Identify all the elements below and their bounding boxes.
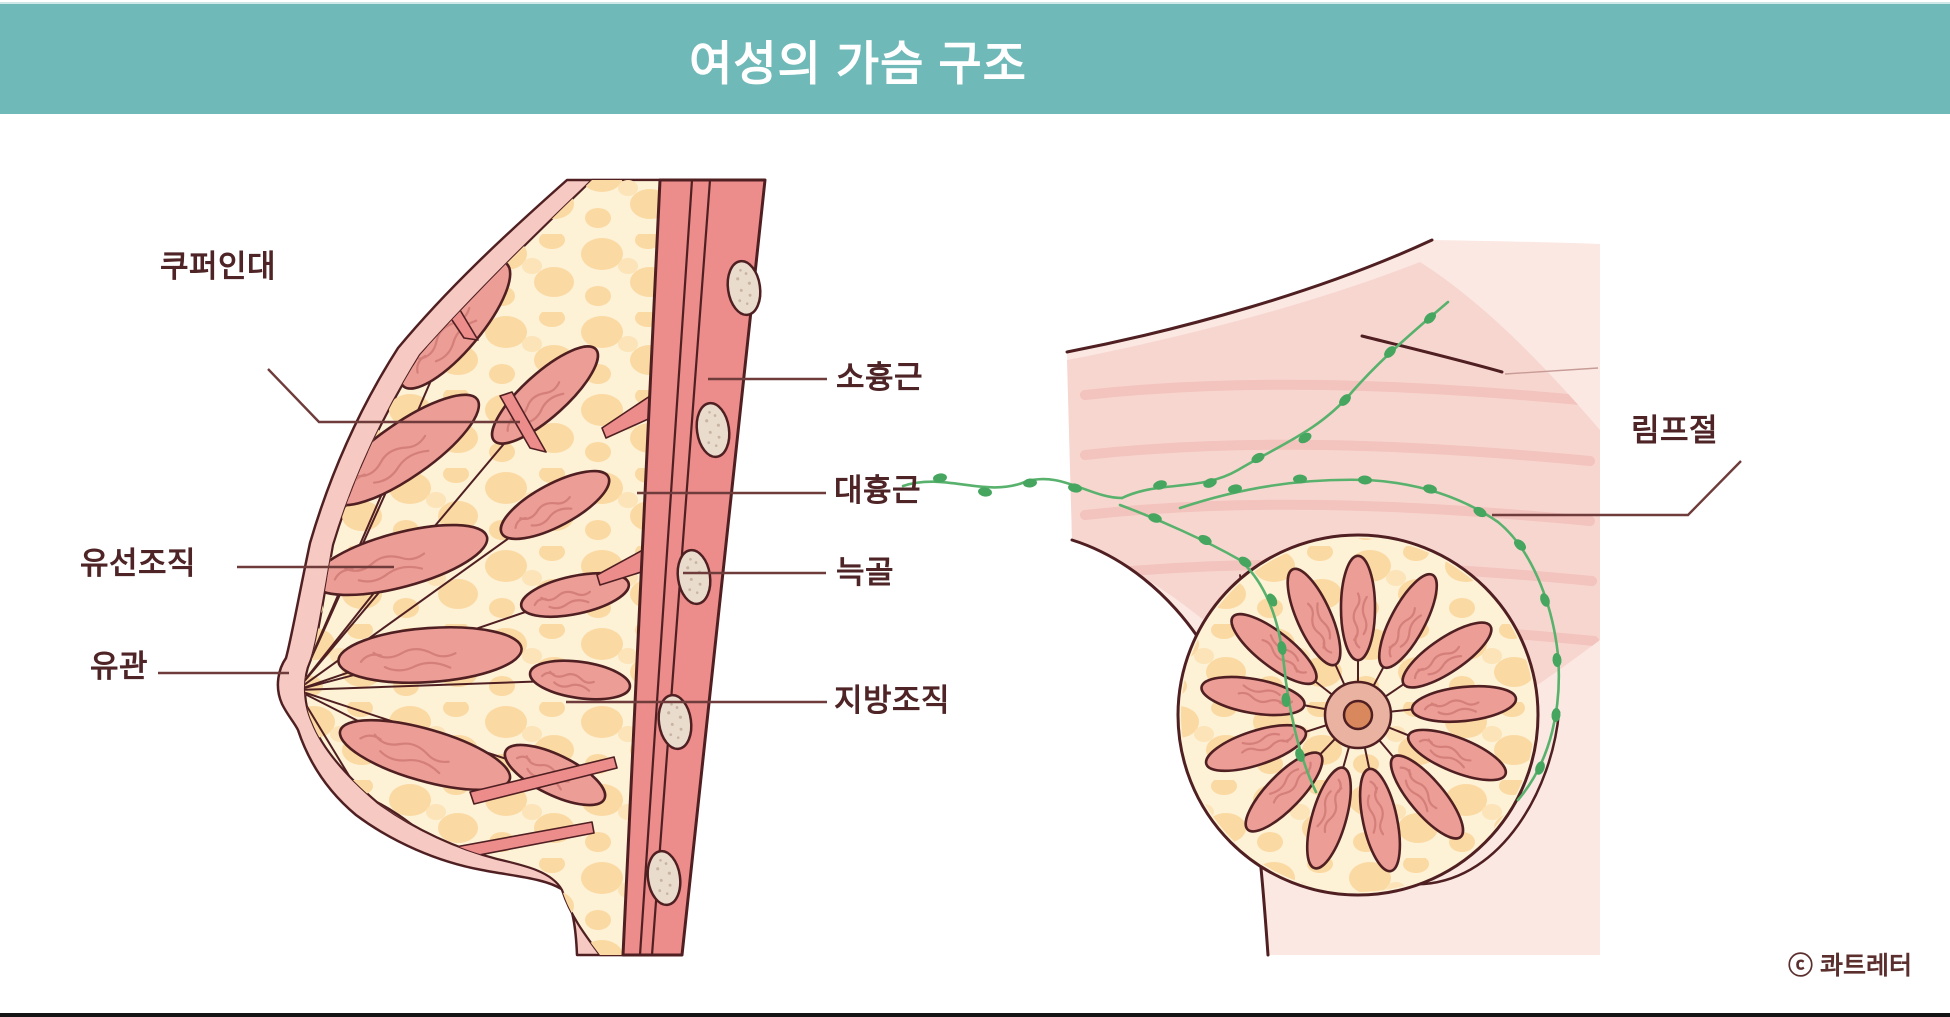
left-figure-sagittal-section [276,178,767,957]
leader-cooper [267,368,520,424]
title-banner: 여성의 가슴 구조 [0,2,1950,114]
bottom-border [0,1013,1950,1017]
lymph-chains [901,300,1562,802]
label-rib: 늑골 [836,555,895,590]
nipple [1342,699,1374,731]
right-figure-frontal-view [901,238,1600,957]
label-gland-tissue: 유선조직 [80,546,197,581]
lymph-nodes [933,312,1562,775]
leader-lymph [1492,460,1742,517]
copyright-credit: ⓒ 콰트레터 [1788,952,1912,980]
leader-lines [158,368,1742,704]
label-pectoralis-major: 대흉근 [834,473,922,508]
page-title: 여성의 가슴 구조 [689,36,1027,90]
label-pectoralis-minor: 소흉근 [836,360,924,395]
label-milk-duct: 유관 [90,649,149,684]
chest-wall-muscles [621,178,767,957]
breast-front-view [1176,533,1540,897]
label-lymph-node: 림프절 [1631,413,1719,448]
label-cooper-ligament: 쿠퍼인대 [160,249,277,284]
label-fat-tissue: 지방조직 [834,683,951,718]
